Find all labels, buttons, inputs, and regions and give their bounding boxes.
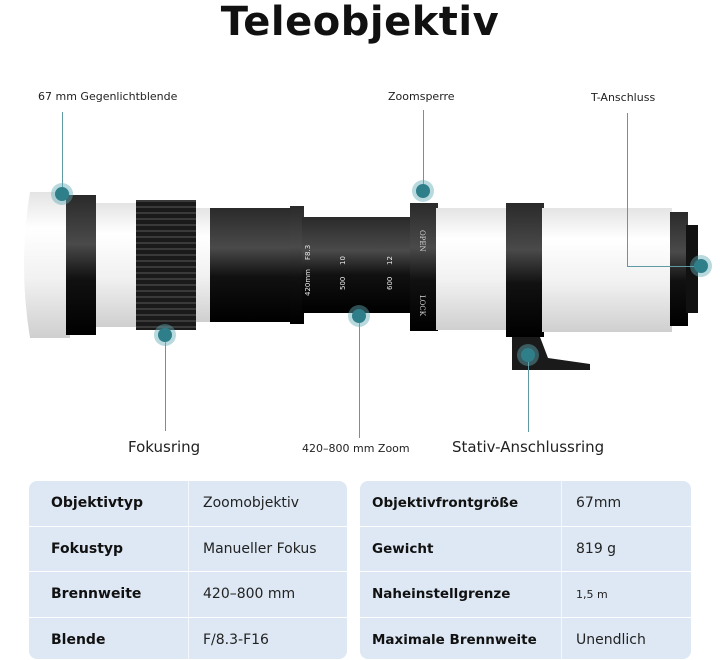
marking-10: 10 — [339, 256, 347, 265]
spec-value: 1,5 m — [576, 587, 608, 601]
spec-key: Maximale Brennweite — [360, 617, 562, 659]
spec-key: Objektivtyp — [29, 481, 189, 526]
spec-key: Naheinstellgrenze — [360, 572, 562, 617]
spec-value: Unendlich — [576, 631, 646, 648]
specs-table-right: Objektivfrontgröße 67mm Gewicht 819 g Na… — [360, 481, 691, 659]
spec-value: Manueller Fokus — [203, 540, 317, 557]
rear-barrel — [436, 208, 516, 330]
focus-ring — [136, 200, 196, 330]
table-row: Gewicht 819 g — [360, 526, 691, 572]
marking-12: 12 — [386, 256, 394, 265]
focus-ring-label: Fokusring — [128, 438, 201, 456]
tripod-ring — [506, 203, 544, 337]
spec-value: F/8.3-F16 — [203, 631, 269, 648]
marking-500: 500 — [339, 277, 347, 290]
spec-key: Blende — [29, 617, 189, 659]
zoom-callout-dot — [352, 309, 366, 323]
t-mount-label: T-Anschluss — [591, 91, 656, 104]
spec-key: Brennweite — [29, 572, 189, 617]
front-barrel — [96, 203, 140, 327]
zoom-lock-label: Zoomsperre — [388, 90, 455, 103]
spec-value: 67mm — [576, 495, 622, 512]
spec-value: Zoomobjektiv — [203, 495, 300, 512]
spec-key: Fokustyp — [29, 526, 189, 571]
zoom-barrel — [302, 217, 412, 313]
focus-ring-callout-dot — [158, 328, 172, 342]
zoom-lock-ring — [410, 203, 438, 331]
hood-label: 67 mm Gegenlichtblende — [38, 90, 178, 103]
spec-key: Objektivfrontgröße — [360, 481, 562, 526]
t-mount-callout-dot — [694, 259, 708, 273]
spec-key: Gewicht — [360, 526, 562, 571]
hood-callout-dot — [55, 187, 69, 201]
inner-barrel — [210, 208, 292, 322]
table-row: Maximale Brennweite Unendlich — [360, 617, 691, 659]
specs-table-left: Objektivtyp Zoomobjektiv Fokustyp Manuel… — [29, 481, 347, 659]
zoom-lock-callout-dot — [416, 184, 430, 198]
spec-value: 819 g — [576, 540, 617, 557]
table-row: Brennweite 420–800 mm — [29, 572, 347, 618]
marking-lock: LOCK — [418, 295, 426, 317]
t-mount — [670, 212, 688, 326]
zoom-label: 420–800 mm Zoom — [302, 442, 410, 455]
spec-value: 420–800 mm — [203, 586, 296, 603]
tripod-ring-callout-dot — [521, 348, 535, 362]
table-row: Objektivtyp Zoomobjektiv — [29, 481, 347, 527]
page-title: Teleobjektiv — [220, 0, 500, 45]
marking-aperture: F8.3 — [304, 245, 312, 260]
table-row: Objektivfrontgröße 67mm — [360, 481, 691, 527]
tripod-foot — [512, 337, 590, 370]
table-row: Blende F/8.3-F16 — [29, 617, 347, 659]
tripod-ring-label: Stativ-Anschlussring — [452, 438, 605, 456]
table-row: Fokustyp Manueller Fokus — [29, 526, 347, 572]
lens-hood — [24, 192, 96, 338]
marking-420: 420mm — [304, 269, 312, 296]
marking-open: OPEN — [418, 230, 426, 252]
telephoto-lens-illustration: 420mm F8.3 10 500 12 600 OPEN LOCK — [24, 192, 698, 370]
marking-600: 600 — [386, 277, 394, 290]
table-row: Naheinstellgrenze 1,5 m — [360, 572, 691, 618]
